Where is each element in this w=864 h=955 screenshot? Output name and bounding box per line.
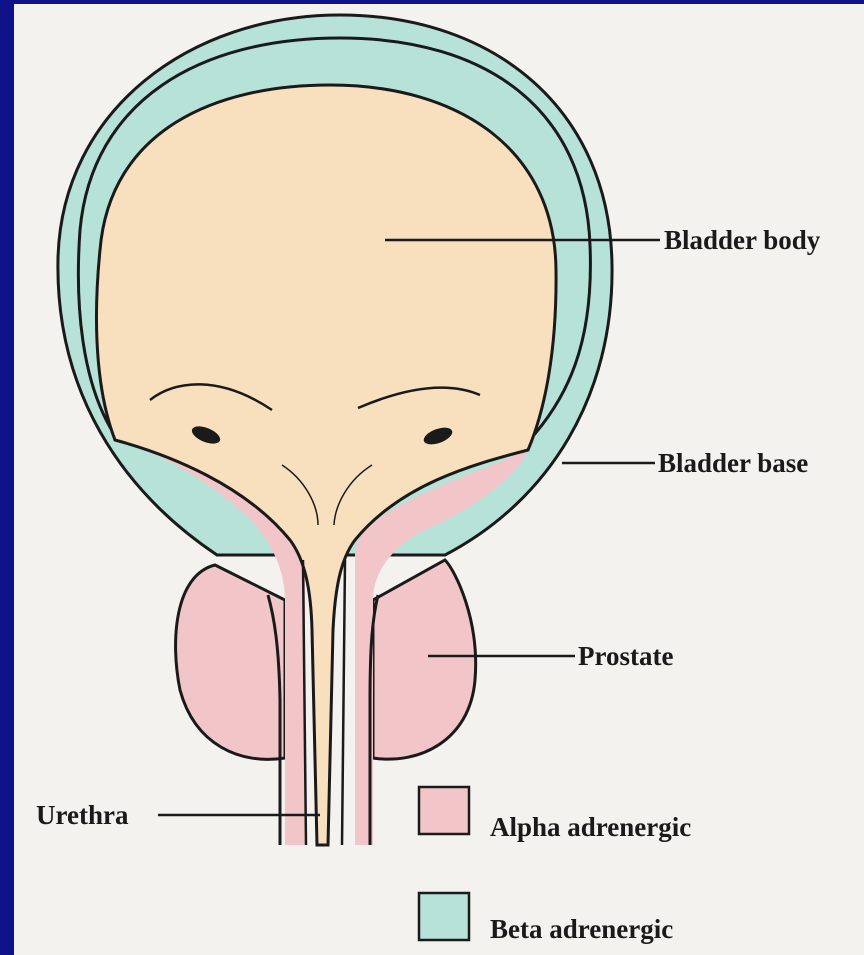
label-bladder-body: Bladder body [664, 225, 821, 255]
legend-swatch-beta [419, 893, 469, 940]
label-bladder-base: Bladder base [658, 448, 808, 478]
legend-label-alpha: Alpha adrenergic [490, 812, 691, 842]
label-urethra: Urethra [36, 800, 129, 830]
legend-label-beta: Beta adrenergic [490, 914, 673, 944]
label-prostate: Prostate [578, 641, 673, 671]
legend-swatch-alpha [419, 787, 469, 834]
urethra-lumen-right [342, 560, 345, 845]
